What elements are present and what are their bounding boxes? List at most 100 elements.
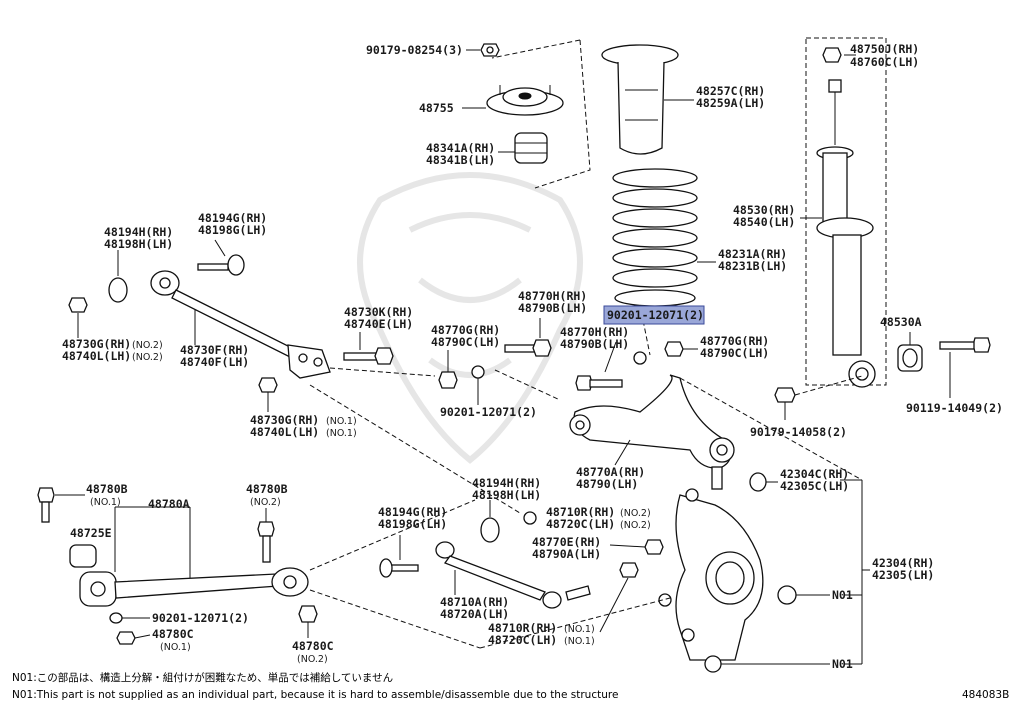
label-48194H-a: 48194H(RH)	[104, 225, 173, 239]
bushing-part-48530A[interactable]	[897, 344, 923, 372]
footer-note-japanese: N01:この部品は、構造上分解・組付けが困難なため、単品では補給していません	[12, 671, 393, 684]
label-48740L-b: 48740L(LH)	[250, 425, 319, 439]
lateral-arm-part-48730F[interactable]	[150, 270, 331, 379]
shock-nut-part-48750J[interactable]	[822, 47, 842, 63]
label-48755: 48755	[419, 101, 454, 115]
bolt-part-90119-14049[interactable]	[939, 337, 991, 353]
label-42305: 42305(LH)	[872, 568, 934, 582]
footer-note-english: N01:This part is not supplied as an indi…	[12, 689, 618, 701]
nut-part-48770E[interactable]	[644, 539, 664, 555]
nut-part-90179-08254[interactable]	[480, 43, 500, 57]
nut-part-48730G-a[interactable]	[68, 297, 88, 313]
label-no1-d: (NO.1)	[160, 642, 191, 653]
label-48780B-a: 48780B	[86, 482, 128, 496]
label-48540: 48540(LH)	[733, 215, 795, 229]
footer: N01:この部品は、構造上分解・組付けが困難なため、単品では補給していません N…	[12, 671, 1009, 701]
label-48231A: 48231A(RH)	[718, 247, 787, 261]
label-90179-08254: 90179-08254(3)	[366, 43, 463, 57]
label-no1-b: (NO.1)	[326, 428, 357, 439]
bolt-part-48194G-b[interactable]	[379, 558, 419, 578]
label-48740F: 48740F(LH)	[180, 355, 249, 369]
label-no1-a: (NO.1)	[326, 416, 357, 427]
label-48780B-b: 48780B	[246, 482, 288, 496]
bolt-part-48194G-a[interactable]	[197, 254, 245, 276]
dust-boot-part-48257C[interactable]	[601, 44, 679, 155]
label-48257C: 48257C(RH)	[696, 84, 765, 98]
bump-stopper-part-48341[interactable]	[514, 132, 548, 164]
label-48790C-a: 48790C(LH)	[431, 335, 500, 349]
bushing-part-42304C[interactable]	[749, 472, 767, 492]
label-no1-e: (NO.1)	[564, 624, 595, 635]
bolt-part-48780B-a[interactable]	[37, 487, 55, 523]
label-no2-d: (NO.2)	[620, 508, 651, 519]
nut-part-48780C-b[interactable]	[298, 605, 318, 623]
label-48760C: 48760C(LH)	[850, 55, 919, 69]
label-90201-12071-c: 90201-12071(2)	[152, 611, 249, 625]
nut-part-48730G-b[interactable]	[258, 377, 278, 393]
label-48341A: 48341A(RH)	[426, 141, 495, 155]
bolt-part-48730K[interactable]	[343, 347, 394, 365]
nut-part-90201-12071-c[interactable]	[109, 612, 123, 624]
label-48231B: 48231B(LH)	[718, 259, 787, 273]
dashed-group-shock	[805, 37, 887, 386]
knuckle-part-42304[interactable]	[658, 488, 764, 661]
label-48710R-a: 48710R(RH)	[546, 505, 615, 519]
label-48194G-a: 48194G(RH)	[198, 211, 267, 225]
label-48790C-b: 48790C(LH)	[700, 346, 769, 360]
label-42304: 42304(RH)	[872, 556, 934, 570]
label-90201-12071-highlighted[interactable]: 90201-12071(2)	[607, 308, 704, 322]
label-48198H-b: 48198H(LH)	[472, 488, 541, 502]
bolt-part-48770H-b[interactable]	[575, 375, 623, 391]
label-48730G-a: 48730G(RH)	[62, 337, 131, 351]
bushing-part-N01-a[interactable]	[777, 585, 797, 605]
bolt-part-48770H-a[interactable]	[504, 339, 552, 357]
label-48198H-a: 48198H(LH)	[104, 237, 173, 251]
bolt-part-48780B-b[interactable]	[257, 521, 275, 563]
highlight-box	[603, 305, 705, 325]
label-48770H-b: 48770H(RH)	[560, 325, 629, 339]
label-48720C-a: 48720C(LH)	[546, 517, 615, 531]
label-48710A: 48710A(RH)	[440, 595, 509, 609]
label-N01-a: N01	[832, 588, 853, 602]
label-48194G-b: 48194G(RH)	[378, 505, 447, 519]
toe-arm-part-48710A[interactable]	[435, 541, 591, 609]
label-48259A: 48259A(LH)	[696, 96, 765, 110]
label-no2-c: (NO.2)	[250, 497, 281, 508]
bushing-part-48194H-a[interactable]	[108, 277, 128, 303]
part-labels: 90179-08254(3) 48755 48341A(RH) 48341B(L…	[62, 42, 1003, 671]
label-48530: 48530(RH)	[733, 203, 795, 217]
dashed-group-top-mount	[491, 39, 591, 189]
label-48770G-a: 48770G(RH)	[431, 323, 500, 337]
bushing-part-48725E[interactable]	[69, 544, 97, 568]
label-48790: 48790(LH)	[576, 477, 638, 491]
upper-mount-part-48755[interactable]	[486, 85, 564, 116]
washer-part-48710R-a[interactable]	[523, 511, 537, 525]
label-48790A: 48790A(LH)	[532, 547, 601, 561]
label-no2-a: (NO.2)	[132, 340, 163, 351]
nut-part-90201-12071-a[interactable]	[633, 351, 647, 365]
nut-part-48770G-b[interactable]	[664, 341, 684, 357]
label-48770A: 48770A(RH)	[576, 465, 645, 479]
shock-absorber-part-48530[interactable]	[816, 79, 876, 388]
label-90119-14049: 90119-14049(2)	[906, 401, 1003, 415]
label-42304C: 42304C(RH)	[780, 467, 849, 481]
upper-arm-part-48770A[interactable]	[569, 374, 735, 490]
link-part-48780A[interactable]	[79, 567, 309, 607]
label-90179-14058: 90179-14058(2)	[750, 425, 847, 439]
label-48750J: 48750J(RH)	[850, 42, 919, 56]
label-48730G-b: 48730G(RH)	[250, 413, 319, 427]
coil-spring-part-48231A[interactable]	[612, 168, 698, 307]
nut-part-48710R-b[interactable]	[619, 562, 639, 578]
nut-part-48770G-a[interactable]	[438, 371, 458, 389]
label-48770H-a: 48770H(RH)	[518, 289, 587, 303]
label-42305C: 42305C(LH)	[780, 479, 849, 493]
bushing-part-48194H-b[interactable]	[480, 517, 500, 543]
label-48725E: 48725E	[70, 526, 112, 540]
nut-part-48780C-a[interactable]	[116, 631, 136, 645]
nut-part-90179-14058[interactable]	[774, 387, 796, 403]
label-48194H-b: 48194H(RH)	[472, 476, 541, 490]
label-90201-12071-b: 90201-12071(2)	[440, 405, 537, 419]
label-48730F: 48730F(RH)	[180, 343, 249, 357]
bushing-part-N01-b[interactable]	[704, 655, 722, 673]
nut-part-90201-12071-b[interactable]	[471, 365, 485, 379]
